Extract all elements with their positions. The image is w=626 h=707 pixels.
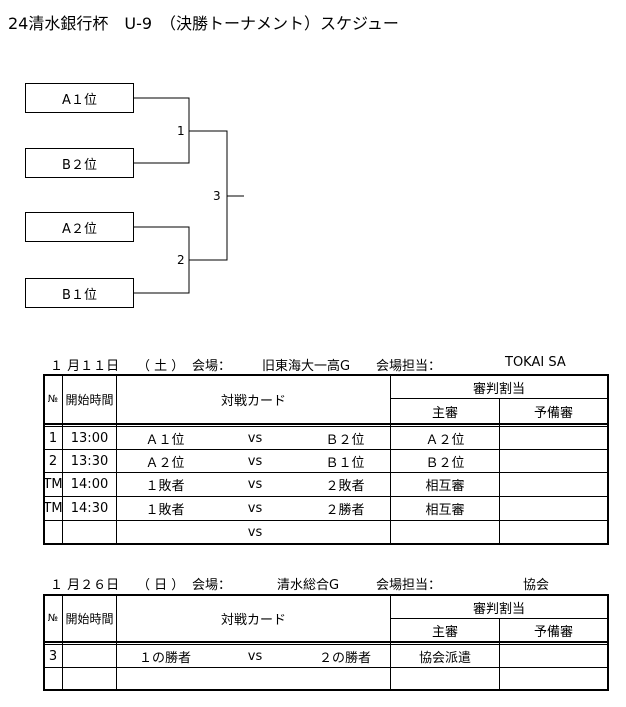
day1-venue: 旧東海大一高G — [262, 359, 351, 374]
day2-date: １ 月２６日 — [50, 578, 120, 593]
page-title: 24清水銀行杯 U-9 （決勝トーナメント）スケジュー — [8, 14, 399, 33]
row-reserve — [500, 521, 607, 543]
day1-header-card: 対戦カード — [220, 394, 286, 409]
bracket-team-b1: B１位 — [25, 278, 134, 308]
row-no: 3 — [48, 648, 58, 664]
row-no — [44, 521, 62, 543]
row-main — [391, 521, 499, 543]
row-away — [320, 521, 370, 543]
day2-venue: 清水総合G — [277, 578, 340, 593]
row-time — [63, 645, 116, 667]
row-no: 1 — [48, 430, 58, 446]
row-away: Ｂ２位 — [325, 432, 365, 448]
row-time — [63, 668, 116, 689]
row-time: 14:30 — [70, 501, 109, 516]
day2-weekday: （ 日 ） — [137, 578, 185, 593]
row-no: 2 — [48, 453, 58, 469]
day2-header-no: № — [47, 613, 59, 624]
row-main: Ａ２位 — [425, 432, 465, 448]
row-home: １の勝者 — [138, 650, 191, 666]
row-vs: vs — [247, 501, 263, 516]
row-no: TM — [44, 501, 62, 516]
row-away — [315, 668, 375, 689]
row-main: Ｂ２位 — [425, 455, 465, 471]
day2-venue-label: 会場： — [192, 578, 232, 593]
day1-manager: TOKAI SA — [505, 355, 566, 370]
day2-header-main: 主審 — [431, 624, 458, 640]
row-away: ２勝者 — [325, 503, 365, 518]
row-home: １敗者 — [145, 479, 185, 494]
day1-header-reserve: 予備審 — [533, 405, 573, 421]
bracket-match-2: 2 — [177, 253, 185, 267]
row-reserve — [500, 473, 607, 496]
day1-header-referee: 審判割当 — [472, 381, 525, 397]
day2-header-card: 対戦カード — [220, 613, 286, 628]
row-away: ２の勝者 — [318, 650, 371, 666]
row-vs: vs — [247, 430, 263, 446]
bracket-match-3: 3 — [213, 189, 221, 203]
day1-date: １ 月１１日 — [50, 359, 120, 374]
row-home: Ａ１位 — [145, 432, 185, 448]
day1-header-time: 開始時間 — [65, 393, 114, 407]
row-reserve — [500, 645, 607, 667]
day1-venue-label: 会場： — [192, 359, 232, 374]
bracket-match-1: 1 — [177, 124, 185, 138]
day2-manager: 協会 — [523, 578, 550, 593]
row-main: 協会派遣 — [418, 650, 471, 666]
row-vs: vs — [247, 648, 263, 664]
row-time: 13:30 — [70, 453, 109, 469]
row-vs — [240, 668, 270, 689]
row-reserve — [500, 427, 607, 449]
row-main — [391, 668, 499, 689]
day1-weekday: （ 土 ） — [137, 359, 185, 374]
day2-header-time: 開始時間 — [65, 612, 114, 626]
day2-manager-label: 会場担当： — [376, 578, 442, 593]
day2-header-reserve: 予備審 — [533, 624, 573, 640]
day2-header-referee: 審判割当 — [472, 601, 525, 617]
row-main: 相互審 — [425, 503, 465, 518]
row-home — [135, 668, 195, 689]
day1-header-no: № — [47, 394, 59, 405]
row-away: Ｂ１位 — [325, 455, 365, 471]
bracket-team-a1: A１位 — [25, 83, 134, 113]
bracket-team-b2: B２位 — [25, 148, 134, 178]
bracket-lines — [134, 97, 244, 294]
row-vs: vs — [247, 524, 263, 540]
day1-manager-label: 会場担当： — [376, 359, 442, 374]
row-no: TM — [44, 477, 62, 492]
row-time: 13:00 — [70, 430, 109, 446]
row-vs: vs — [247, 453, 263, 469]
row-vs: vs — [247, 477, 263, 492]
row-time: 14:00 — [70, 477, 109, 492]
row-reserve — [500, 497, 607, 520]
row-home — [140, 521, 190, 543]
row-time — [63, 521, 116, 543]
row-home: Ａ２位 — [145, 455, 185, 471]
row-no — [44, 668, 62, 689]
bracket-team-a2: A２位 — [25, 212, 134, 242]
row-reserve — [500, 450, 607, 472]
row-home: １敗者 — [145, 503, 185, 518]
row-reserve — [500, 668, 607, 689]
day1-header-main: 主審 — [431, 405, 458, 421]
row-away: ２敗者 — [325, 479, 365, 494]
row-main: 相互審 — [425, 479, 465, 494]
